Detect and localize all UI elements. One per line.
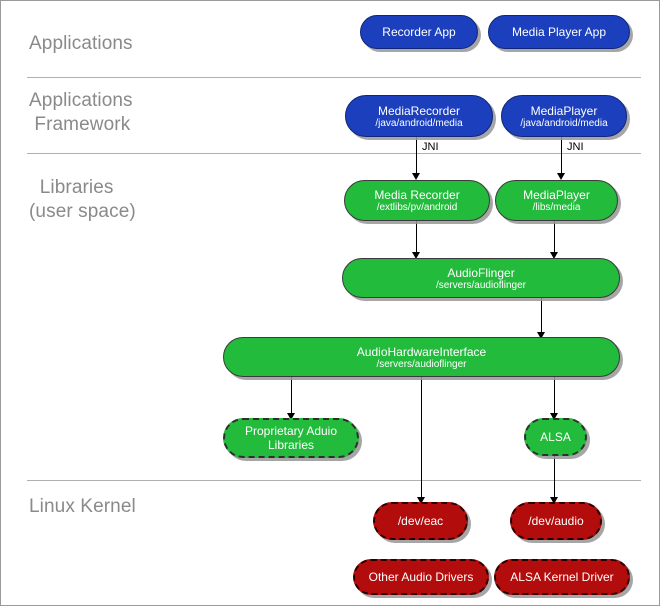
node-media-player-library-title: MediaPlayer: [523, 188, 590, 202]
node-media-player-framework[interactable]: MediaPlayer /java/android/media: [501, 95, 627, 137]
node-dev-audio-title: /dev/audio: [528, 514, 584, 528]
node-dev-audio[interactable]: /dev/audio: [510, 502, 602, 540]
node-proprietary-audio-libraries-subtitle: Libraries: [267, 438, 315, 452]
arrow-jni-right: [557, 173, 565, 180]
connector-hardware-interface-to-proprietary-libs: [291, 377, 292, 417]
connector-jni-right: [561, 137, 562, 177]
node-media-recorder-library-path: /extlibs/pv/android: [376, 202, 458, 213]
connector-hardware-interface-to-alsa: [554, 377, 555, 417]
connector-alsa-to-dev-audio: [554, 456, 555, 501]
node-audio-flinger-path: /servers/audioflinger: [435, 279, 527, 291]
connector-hardware-interface-to-dev-eac: [421, 377, 422, 501]
node-media-recorder-framework-title: MediaRecorder: [377, 103, 461, 118]
arrow-media-player-to-audioflinger: [550, 252, 558, 259]
arrow-hardware-interface-to-dev-eac: [417, 497, 425, 504]
layer-label-libraries: Libraries (user space): [29, 177, 136, 222]
separator-applications: [27, 77, 641, 78]
node-audio-hardware-interface[interactable]: AudioHardwareInterface /servers/audiofli…: [223, 337, 620, 377]
arrow-jni-left: [412, 173, 420, 180]
node-audio-flinger-title: AudioFlinger: [447, 265, 515, 280]
connector-jni-left: [416, 137, 417, 177]
connector-audioflinger-to-hardware-interface: [541, 298, 542, 336]
separator-kernel: [27, 480, 641, 481]
layer-label-linux-kernel: Linux Kernel: [29, 496, 136, 517]
node-other-audio-drivers[interactable]: Other Audio Drivers: [353, 559, 489, 595]
node-audio-hardware-interface-title: AudioHardwareInterface: [356, 344, 487, 359]
node-media-recorder-library-title: Media Recorder: [374, 188, 460, 202]
node-proprietary-audio-libraries-title: Proprietary Aduio: [244, 424, 338, 438]
edge-label-jni-right: JNI: [567, 141, 584, 153]
node-audio-flinger[interactable]: AudioFlinger /servers/audioflinger: [342, 258, 620, 298]
node-media-player-framework-path: /java/android/media: [520, 117, 608, 129]
node-media-recorder-library[interactable]: Media Recorder /extlibs/pv/android: [344, 180, 490, 221]
layer-label-applications-framework: Applications Framework: [29, 90, 133, 135]
arrow-hardware-interface-to-proprietary-libs: [287, 413, 295, 420]
node-media-player-app[interactable]: Media Player App: [488, 15, 630, 49]
node-alsa-title: ALSA: [540, 430, 571, 444]
edge-label-jni-left: JNI: [422, 141, 439, 153]
arrow-hardware-interface-to-alsa: [550, 413, 558, 420]
arrow-alsa-to-dev-audio: [550, 497, 558, 504]
node-audio-hardware-interface-path: /servers/audioflinger: [376, 358, 467, 370]
node-media-player-library[interactable]: MediaPlayer /libs/media: [495, 180, 618, 221]
node-media-recorder-framework-path: /java/android/media: [375, 117, 463, 129]
node-recorder-app[interactable]: Recorder App: [360, 15, 478, 49]
node-other-audio-drivers-title: Other Audio Drivers: [368, 570, 474, 584]
node-media-player-library-path: /libs/media: [532, 202, 581, 213]
connector-media-player-to-audioflinger: [554, 221, 555, 256]
node-dev-eac[interactable]: /dev/eac: [373, 502, 468, 540]
layer-label-applications: Applications: [29, 33, 133, 54]
separator-framework: [27, 153, 641, 154]
node-dev-eac-title: /dev/eac: [397, 514, 444, 528]
node-alsa-kernel-driver-title: ALSA Kernel Driver: [510, 570, 614, 584]
node-alsa-kernel-driver[interactable]: ALSA Kernel Driver: [494, 559, 630, 595]
node-alsa[interactable]: ALSA: [524, 418, 587, 456]
node-recorder-app-title: Recorder App: [382, 25, 456, 39]
node-media-player-app-title: Media Player App: [511, 25, 607, 39]
arrow-audioflinger-to-hardware-interface: [537, 332, 545, 339]
node-media-player-framework-title: MediaPlayer: [530, 103, 598, 118]
connector-media-recorder-to-audioflinger: [416, 221, 417, 256]
arrow-media-recorder-to-audioflinger: [412, 252, 420, 259]
node-proprietary-audio-libraries[interactable]: Proprietary Aduio Libraries: [223, 418, 359, 458]
node-media-recorder-framework[interactable]: MediaRecorder /java/android/media: [345, 95, 493, 137]
